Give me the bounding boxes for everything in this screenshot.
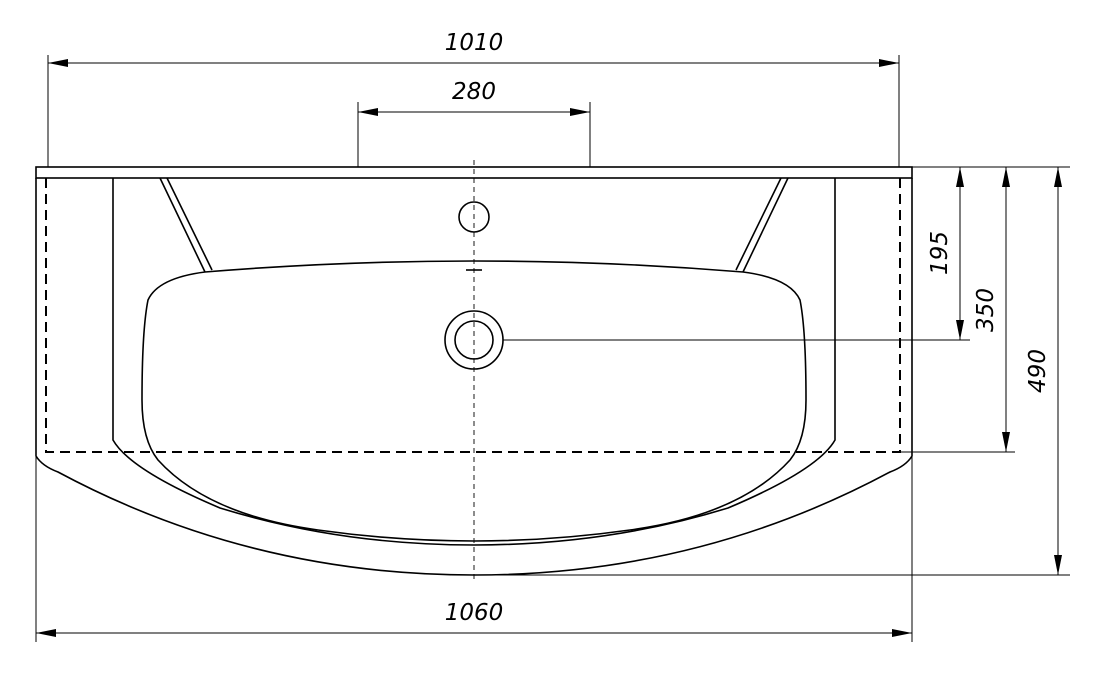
right-slope-edge-2 bbox=[735, 177, 782, 271]
left-slope-edge bbox=[159, 177, 206, 273]
dimension-overall-top-width: 1010 bbox=[47, 30, 900, 167]
dim-label-280: 280 bbox=[452, 79, 496, 105]
left-slope-edge-2 bbox=[166, 177, 213, 271]
dim-label-350: 350 bbox=[973, 288, 999, 332]
dimension-tap-hole-depth: 195 bbox=[927, 167, 964, 340]
basin-outline bbox=[35, 160, 913, 580]
dimension-mixer-spacing: 280 bbox=[357, 79, 591, 167]
inner-bowl-contour bbox=[112, 178, 836, 546]
dim-label-195: 195 bbox=[927, 231, 953, 275]
dimension-overall-bottom-width: 1060 bbox=[35, 456, 913, 642]
dim-label-490: 490 bbox=[1025, 349, 1051, 393]
dim-label-1010: 1010 bbox=[445, 30, 504, 56]
basin-bowl bbox=[141, 260, 807, 542]
dim-label-1060: 1060 bbox=[445, 600, 504, 626]
dimension-total-depth: 490 bbox=[1025, 167, 1062, 575]
right-slope-edge bbox=[742, 177, 789, 273]
dimension-drain-depth: 350 bbox=[973, 167, 1010, 452]
hidden-cabinet-outline bbox=[45, 178, 901, 453]
